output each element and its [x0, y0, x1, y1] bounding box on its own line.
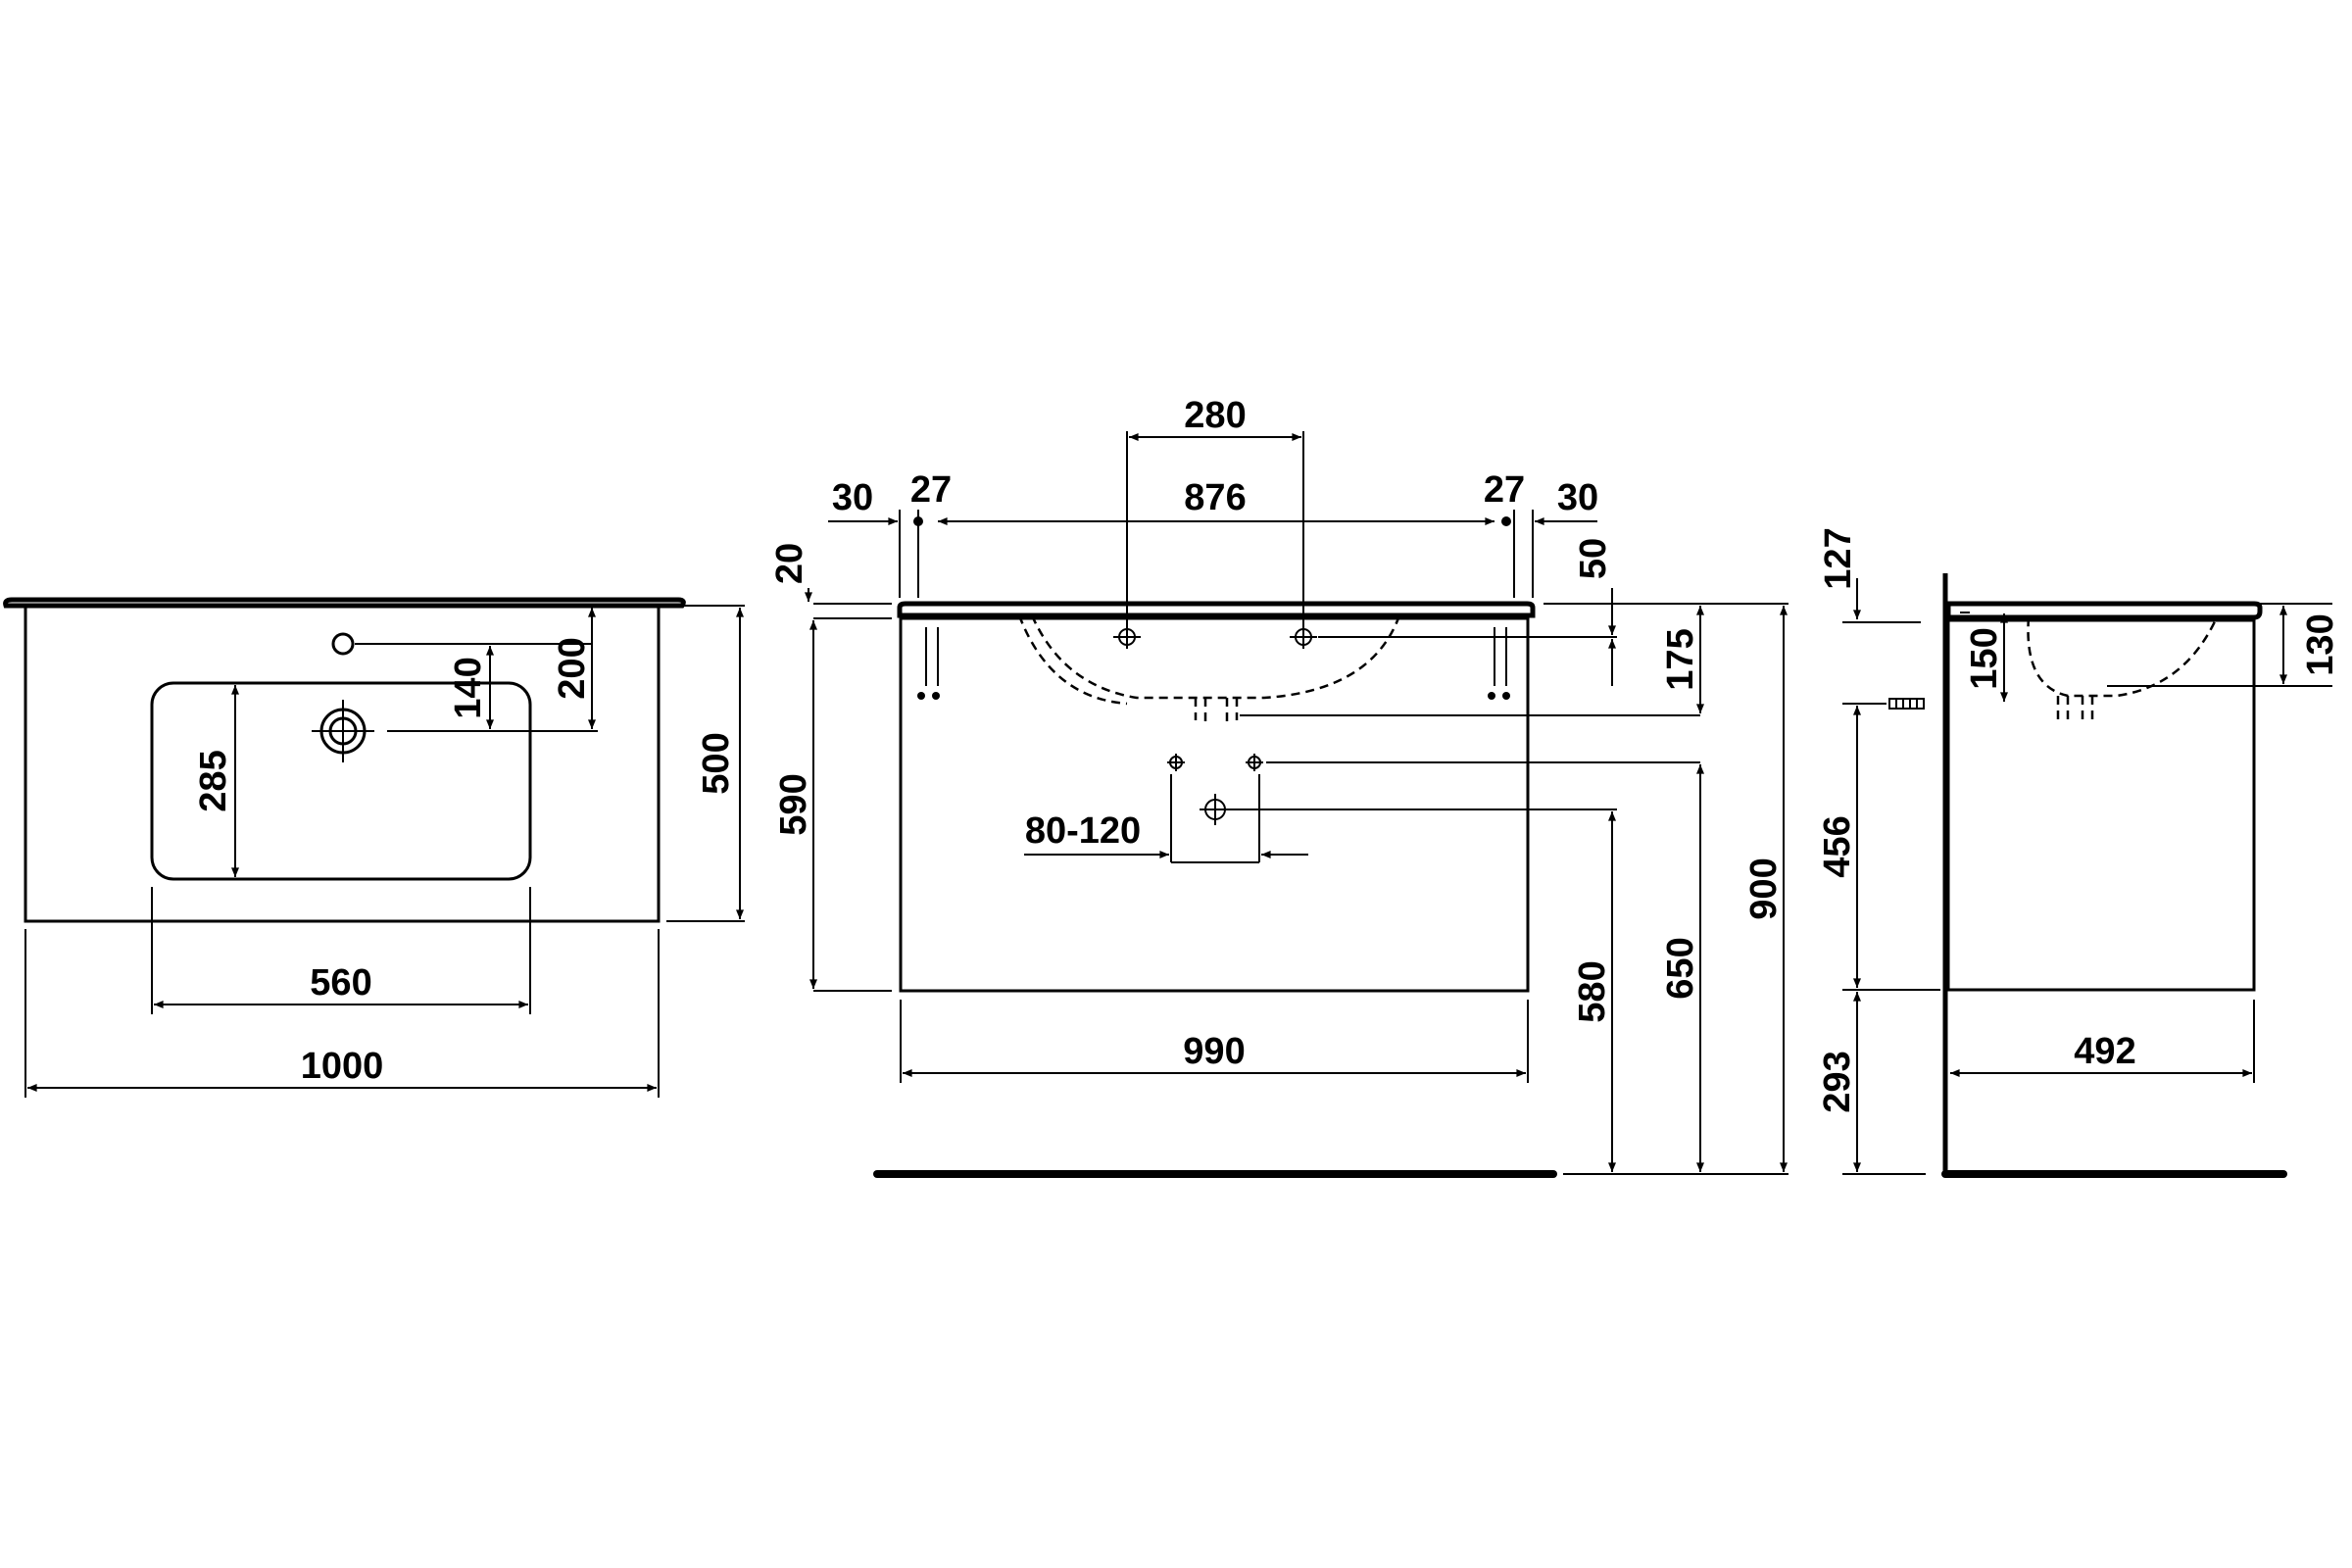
dim-label-bowl-drop: 175	[1660, 628, 1701, 690]
front-view-top-slab	[897, 601, 1536, 618]
fixing-right-icon	[1488, 627, 1510, 700]
dim-label-side-basin-depth: 130	[2300, 613, 2341, 675]
dim-label-waste-height: 650	[1660, 937, 1701, 999]
front-view-bowl-dashed	[1030, 614, 1401, 700]
side-view-top-slab	[1945, 601, 2263, 620]
dim-label-overall-width: 1000	[301, 1046, 384, 1087]
dim-label-overall-height: 900	[1743, 858, 1785, 919]
supply-hole-left-icon	[1167, 754, 1185, 771]
dim-label-bowl-depth: 285	[193, 750, 234, 811]
dim-label-bowl-width: 560	[310, 962, 371, 1004]
dim-label-cabinet-width: 990	[1183, 1031, 1245, 1072]
dim-label-left-edge: 30	[832, 477, 873, 518]
dim-label-tap-to-waste: 140	[448, 657, 489, 718]
front-view-cabinet	[899, 616, 1530, 993]
dim-label-cabinet-height: 590	[773, 773, 814, 835]
side-view: 127 150 130 456 293 492	[1817, 527, 2341, 1178]
side-view-bowl-dashed	[2027, 616, 2219, 698]
supply-hole-right-icon	[1246, 754, 1263, 771]
dim-label-right-fixing: 27	[1484, 469, 1525, 511]
tap-hole-left-icon	[1113, 625, 1141, 649]
front-view: 280 30 27 876 27 30 20 50 175 590 80-120…	[769, 395, 1788, 1178]
tap-hole-icon	[331, 632, 355, 656]
basin-bowl	[150, 681, 532, 881]
dim-label-side-cabinet-height: 456	[1817, 815, 1858, 877]
dim-label-fixing-height: 50	[1573, 538, 1614, 579]
wall-bracket-icon	[1888, 698, 1925, 710]
dim-label-tap-to-back: 200	[552, 637, 593, 699]
dim-label-side-top-offset: 127	[1818, 527, 1859, 589]
dim-label-side-bowl-depth: 150	[1964, 627, 2005, 689]
dim-label-left-fixing: 27	[910, 469, 952, 511]
side-view-cabinet	[1946, 618, 2256, 992]
dim-label-top-depth: 500	[696, 732, 737, 794]
tap-hole-right-icon	[1290, 625, 1317, 649]
top-view: 500 200 140 285 560 1000	[3, 597, 745, 1098]
dim-label-side-cabinet-depth: 492	[2074, 1031, 2135, 1072]
top-view-rim	[3, 597, 686, 609]
fixing-left-icon	[917, 627, 940, 700]
dim-label-supply-height: 580	[1572, 960, 1613, 1022]
dim-label-side-floor-gap: 293	[1817, 1051, 1858, 1112]
dim-label-fixing-span: 876	[1184, 477, 1246, 518]
waste-pipe-icon	[1200, 794, 1231, 825]
dim-label-top-thickness: 20	[769, 543, 810, 584]
top-view-outline	[24, 606, 661, 923]
dim-label-tap-spacing: 280	[1184, 395, 1246, 436]
dim-label-trap-adjust: 80-120	[1025, 810, 1141, 852]
dim-label-right-edge: 30	[1557, 477, 1598, 518]
